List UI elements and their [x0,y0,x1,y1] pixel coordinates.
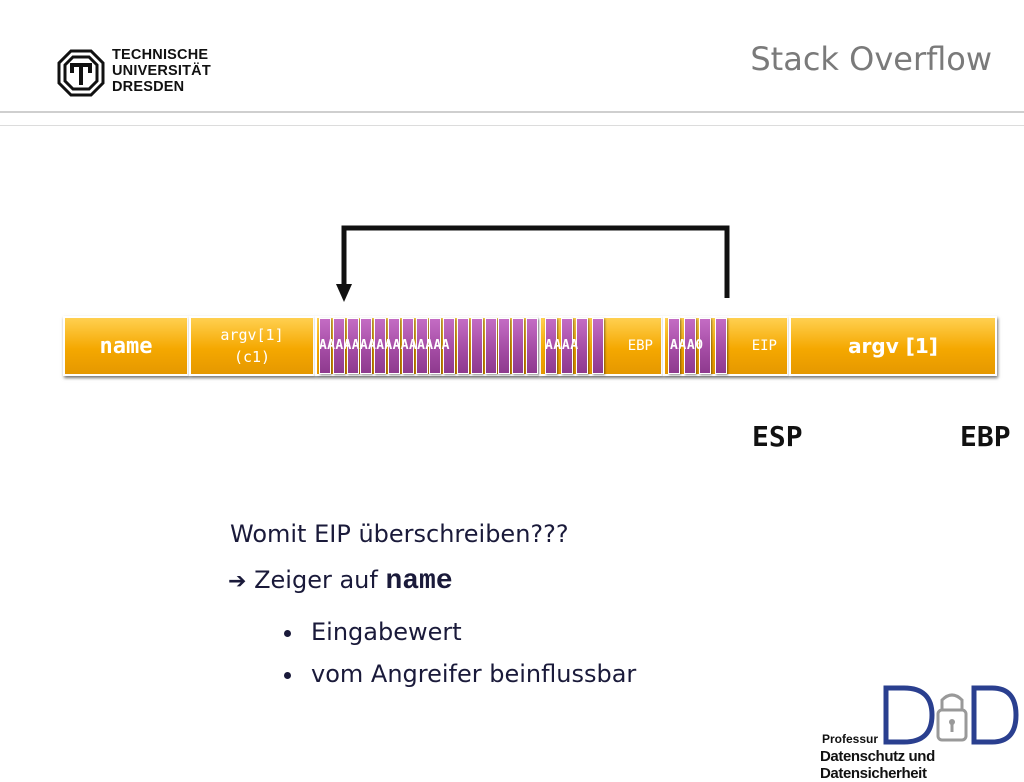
overwritten-byte [443,318,456,374]
answer-line: ➔ Zeiger auf name [228,566,453,597]
arrow-right-icon: ➔ [228,569,247,594]
answer-prefix: Zeiger auf [254,566,386,594]
ebp-fill-text: AAAA [545,338,579,353]
answer-code: name [385,566,453,597]
stack-cell-ebp-label: EBP [627,338,653,354]
slide-title: Stack Overflow [750,40,992,78]
stack-cell-argv-c1: argv[1] (c1) [189,316,315,376]
overwritten-byte [683,318,696,374]
esp-label: ESP [752,420,803,453]
overwritten-byte [545,318,557,374]
overwritten-byte [457,318,469,374]
overwritten-byte [401,318,414,374]
bullet-eingabewert: Eingabewert [311,618,462,646]
overwritten-byte [512,318,525,374]
overwritten-byte [484,318,497,374]
stack-cell-argv-label: argv [1] [848,334,938,358]
ebp-register-label: EBP [960,420,1011,453]
overwritten-byte [498,318,511,374]
tud-logo-icon [57,49,105,97]
dud-logo-icon [883,685,1019,745]
overwritten-byte [668,318,680,374]
bullet-angreifer: vom Angreifer beinflussbar [311,660,637,688]
overwritten-byte [319,318,331,374]
stack-cell-argv-c1-line1: argv[1] [220,326,284,344]
bullet-icon [284,630,291,637]
stack-cell-name-label: name [99,333,153,359]
header-divider [0,111,1024,113]
overwritten-byte [470,318,483,374]
header-divider-thin [0,125,1024,126]
overwritten-byte [429,318,442,374]
return-address-arrow [336,225,730,302]
stack-cell-eip-label: EIP [751,338,777,354]
overwritten-byte [699,318,711,374]
overwritten-byte [388,318,400,374]
overwritten-byte [415,318,428,374]
overwritten-byte [576,318,588,374]
bullet-icon [284,672,291,679]
question-text: Womit EIP überschreiben??? [230,520,569,548]
tud-line-3: DRESDEN [112,79,185,95]
dud-chair-name: Datenschutz und Datensicherheit [820,748,935,782]
overwritten-byte [360,318,373,374]
eip-fill-text: AAA0 [670,338,704,353]
dud-professur: Professur [822,732,879,746]
overwritten-byte [374,318,387,374]
overwritten-byte [591,318,604,374]
overwritten-byte [714,318,727,374]
stack-cell-argv: argv [1] [789,316,997,376]
overwritten-byte [526,318,538,374]
buffer-fill-text: AAAAAAAAAAAAAAAA [319,338,450,353]
stack-cell-argv-c1-line2: (c1) [233,348,271,366]
tud-line-1: TECHNISCHE [112,47,209,63]
stack-cell-name: name [63,316,189,376]
tud-wordmark: TECHNISCHE UNIVERSITÄT DRESDEN [112,47,211,95]
overwritten-byte [560,318,573,374]
tud-line-2: UNIVERSITÄT [112,63,211,79]
overwritten-byte [332,318,345,374]
overwritten-byte [346,318,359,374]
